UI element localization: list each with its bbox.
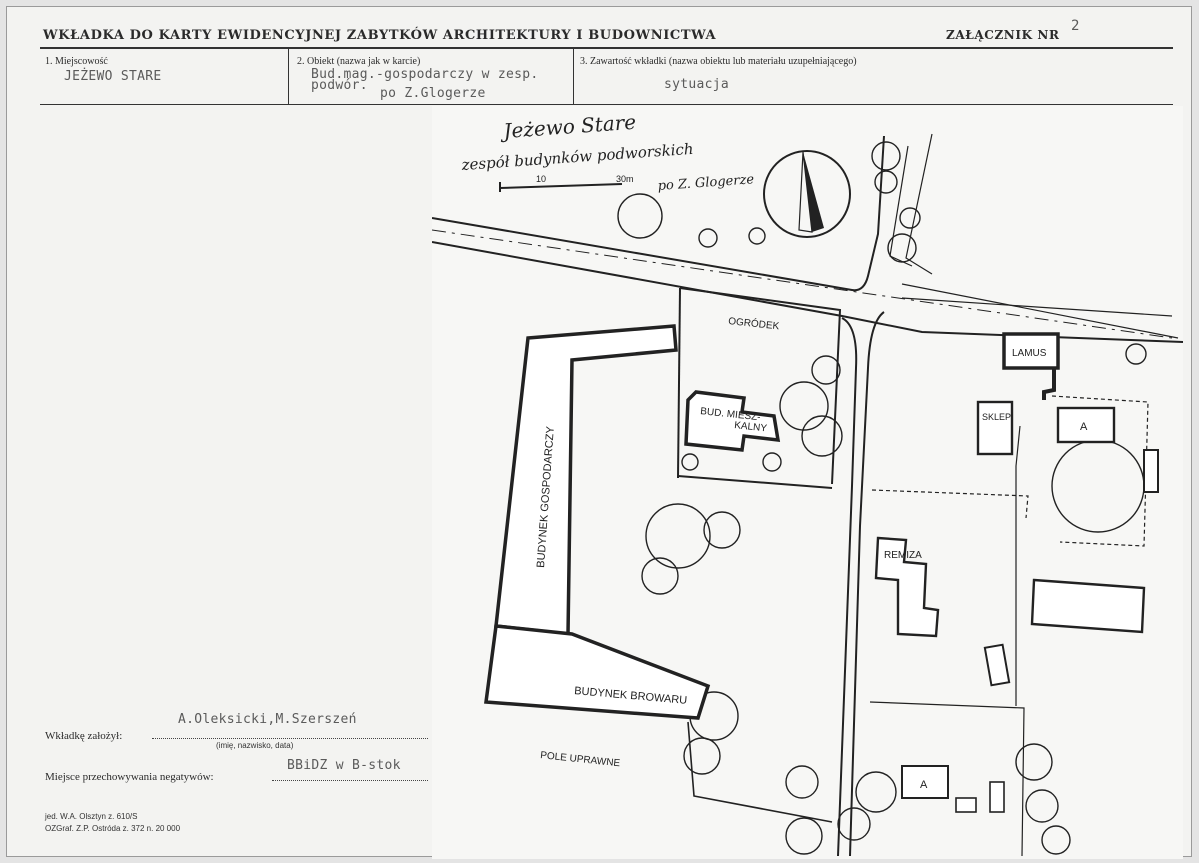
shed-2 xyxy=(955,797,977,813)
scale-label-10: 10 xyxy=(536,174,546,184)
building-a-south xyxy=(901,765,949,799)
attachment-number: 2 xyxy=(1071,18,1080,34)
remiza-yard xyxy=(871,489,1029,519)
field-3-value: sytuacja xyxy=(664,77,730,92)
building-brewery xyxy=(484,624,711,720)
building-east-small xyxy=(1143,449,1159,493)
card-title: WKŁADKA DO KARTY EWIDENCYJNEJ ZABYTKÓW A… xyxy=(43,28,717,43)
field-3-label: 3. Zawartość wkładki (nazwa obiektu lub … xyxy=(580,56,857,67)
building-remiza xyxy=(874,536,940,638)
field-2-value-line1: Bud.mag.-gospodarczy w zesp. xyxy=(311,67,539,82)
south-plot-boundary xyxy=(869,701,1025,857)
label-lamus: LAMUS xyxy=(1012,348,1047,359)
building-residential xyxy=(684,390,781,452)
fields-rule xyxy=(40,104,1173,105)
field-divider-1 xyxy=(288,48,289,104)
building-farm xyxy=(494,324,678,636)
field-boundary xyxy=(687,721,833,823)
negatives-line xyxy=(272,780,428,781)
negatives-value: BBiDZ w B-stok xyxy=(287,758,401,773)
label-bud-mieszkalny-2: KALNY xyxy=(734,420,768,434)
shed-3 xyxy=(989,781,1005,813)
plan-subtitle: zespół budynków podworskich xyxy=(460,140,694,174)
header-rule xyxy=(40,47,1173,49)
field-1-value: JEŻEWO STARE xyxy=(64,69,162,84)
created-by-label: Wkładkę założył: xyxy=(45,730,123,742)
label-chapel-1: A xyxy=(1080,421,1088,433)
building-long-east xyxy=(1030,578,1146,634)
field-divider-2 xyxy=(573,48,574,104)
plan-title: Jeżewo Stare xyxy=(499,110,637,143)
created-by-hint: (imię, nazwisko, data) xyxy=(216,741,294,750)
shed-1 xyxy=(983,643,1011,687)
field-2-value-line3: po Z.Glogerze xyxy=(380,86,486,101)
label-ogrodek: OGRÓDEK xyxy=(728,314,781,332)
label-sklep: SKLEP xyxy=(982,412,1011,422)
created-by-value: A.Oleksicki,M.Szerszeń xyxy=(178,712,357,727)
field-2-label: 2. Obiekt (nazwa jak w karcie) xyxy=(297,56,421,67)
site-plan: Jeżewo Stare zespół budynków podworskich… xyxy=(432,106,1183,859)
scale-bar xyxy=(499,183,623,189)
label-chapel-2: A xyxy=(920,779,928,791)
print-info-2: OZGraf. Z.P. Ostróda z. 372 n. 20 000 xyxy=(45,824,181,833)
building-lamus xyxy=(1002,332,1060,370)
east-lane xyxy=(1015,425,1021,706)
trees xyxy=(617,141,1147,855)
plan-credit: po Z. Glogerze xyxy=(657,172,755,194)
lamus-annex xyxy=(1042,368,1056,400)
side-road xyxy=(837,311,885,857)
garden xyxy=(677,287,842,489)
field-2-value-line2: podwór. xyxy=(311,78,368,93)
negatives-label: Miejsce przechowywania negatywów: xyxy=(45,771,214,783)
building-sklep xyxy=(976,400,1014,456)
print-info-1: jed. W.A. Olsztyn z. 610/S xyxy=(45,812,138,821)
label-pole-uprawne: POLE UPRAWNE xyxy=(540,750,621,769)
field-1-label: 1. Miejscowość xyxy=(45,56,108,67)
scale-label-30m: 30m xyxy=(616,174,634,184)
attachment-label: ZAŁĄCZNIK NR xyxy=(946,28,1060,42)
created-by-line xyxy=(152,738,428,739)
label-remiza: REMIZA xyxy=(884,550,922,561)
north-arrow-icon xyxy=(763,150,851,238)
building-a-north xyxy=(1056,406,1116,444)
